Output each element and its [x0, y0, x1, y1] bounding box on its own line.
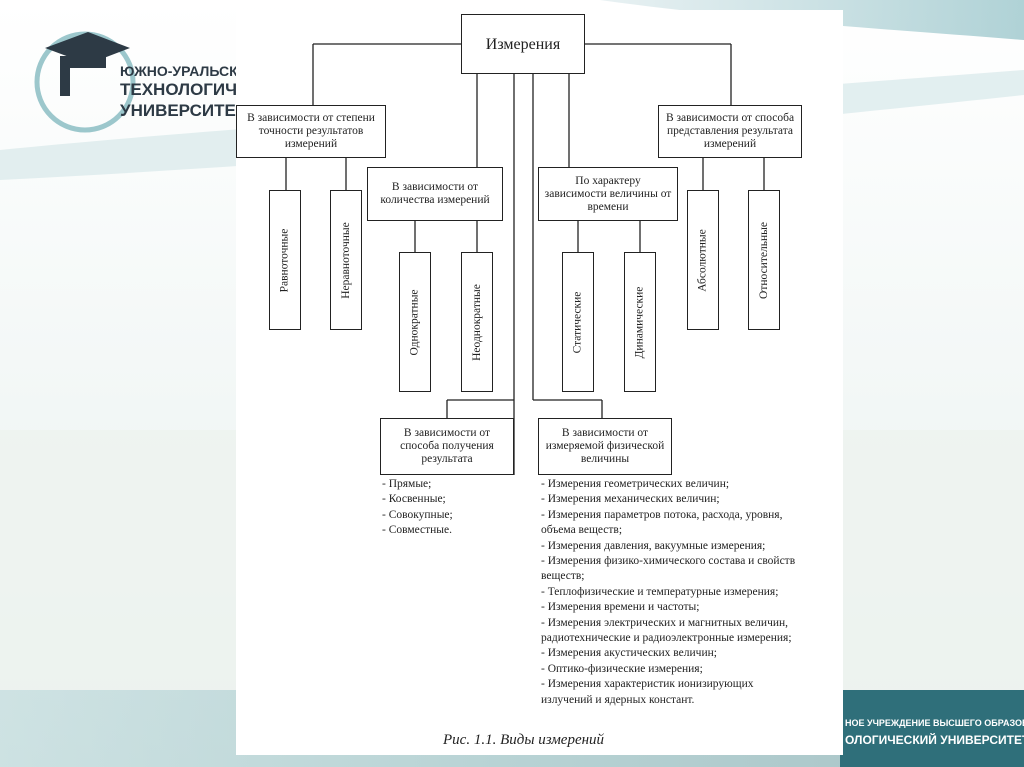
dynamic-label: Динамические	[634, 286, 647, 358]
relative-node: Относительные	[748, 190, 780, 330]
list-item: - Измерения времени и частоты;	[541, 600, 795, 615]
list-item: - Измерения физико-химического состава и…	[541, 554, 795, 569]
list-item: - Косвенные;	[382, 492, 453, 507]
precision-node: В зависимости от степени точности резуль…	[236, 105, 386, 158]
physical-list: - Измерения геометрических величин; - Из…	[541, 477, 795, 708]
list-item: - Измерения акустических величин;	[541, 646, 795, 661]
list-item: - Измерения геометрических величин;	[541, 477, 795, 492]
single-label: Однократные	[409, 289, 422, 355]
list-item: веществ;	[541, 569, 795, 584]
equal-precision-label: Равноточные	[279, 228, 292, 292]
list-item: - Измерения электрических и магнитных ве…	[541, 616, 795, 631]
list-item: - Теплофизические и температурные измере…	[541, 585, 795, 600]
logo-line-3: УНИВЕРСИТЕТ	[120, 101, 246, 121]
single-node: Однократные	[399, 252, 431, 392]
list-item: - Измерения давления, вакуумные измерени…	[541, 539, 795, 554]
representation-node: В зависимости от способа представления р…	[658, 105, 802, 158]
static-label: Статические	[572, 291, 585, 353]
list-item: - Измерения характеристик ионизирующих	[541, 677, 795, 692]
multiple-label: Неоднократные	[471, 284, 484, 361]
time-node: По характеру зависимости величины от вре…	[538, 167, 678, 221]
dynamic-node: Динамические	[624, 252, 656, 392]
unequal-precision-node: Неравноточные	[330, 190, 362, 330]
list-item: - Измерения механических величин;	[541, 492, 795, 507]
list-item: объема веществ;	[541, 523, 795, 538]
obtaining-list: - Прямые; - Косвенные; - Совокупные; - С…	[382, 477, 453, 539]
list-item: - Оптико-физические измерения;	[541, 662, 795, 677]
list-item: - Совокупные;	[382, 508, 453, 523]
equal-precision-node: Равноточные	[269, 190, 301, 330]
list-item: излучений и ядерных констант.	[541, 693, 795, 708]
static-node: Статические	[562, 252, 594, 392]
absolute-node: Абсолютные	[687, 190, 719, 330]
footer-line-2: ОЛОГИЧЕСКИЙ УНИВЕРСИТЕТ»	[845, 733, 1024, 747]
absolute-label: Абсолютные	[697, 229, 710, 291]
count-node: В зависимости от количества измерений	[367, 167, 503, 221]
physical-node: В зависимости от измеряемой физической в…	[538, 418, 672, 475]
list-item: радиотехнические и радиоэлектронные изме…	[541, 631, 795, 646]
list-item: - Совместные.	[382, 523, 453, 538]
figure-caption: Рис. 1.1. Виды измерений	[443, 732, 604, 749]
root-node: Измерения	[461, 14, 585, 74]
footer-line-1: НОЕ УЧРЕЖДЕНИЕ ВЫСШЕГО ОБРАЗОВАНИЯ	[845, 718, 1024, 728]
list-item: - Прямые;	[382, 477, 453, 492]
diagram-sheet: Измерения В зависимости от степени точно…	[236, 10, 843, 755]
obtaining-node: В зависимости от способа получения резул…	[380, 418, 514, 475]
unequal-precision-label: Неравноточные	[340, 222, 353, 299]
list-item: - Измерения параметров потока, расхода, …	[541, 508, 795, 523]
relative-label: Относительные	[758, 222, 771, 299]
multiple-node: Неоднократные	[461, 252, 493, 392]
